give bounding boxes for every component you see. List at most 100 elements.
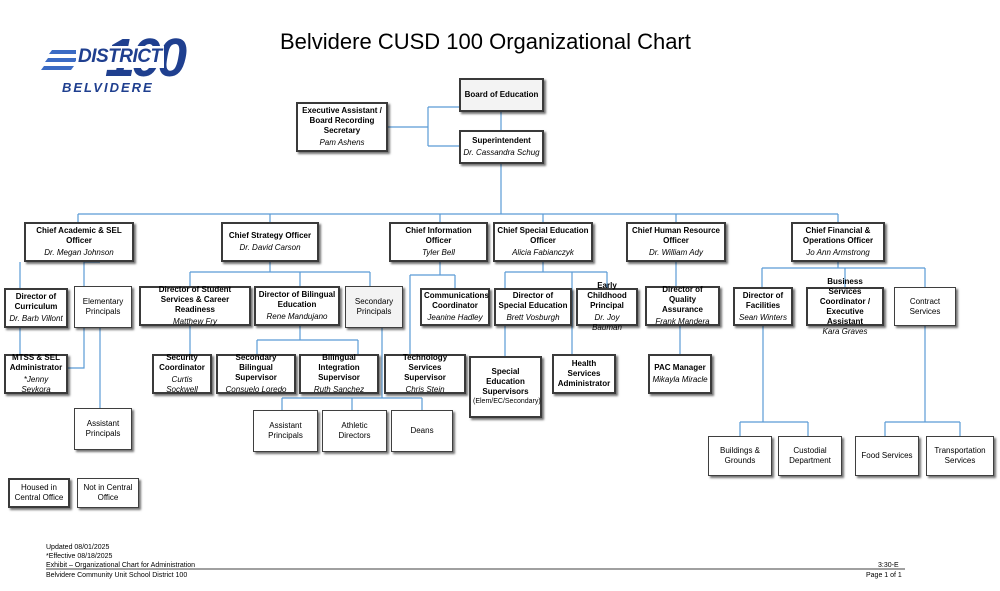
box-dir-quality-assurance[interactable]: Director of Quality Assurance Frank Mand… [645, 285, 720, 326]
box-communications[interactable]: Communications Coordinator Jeanine Hadle… [420, 288, 490, 326]
box-security-coordinator[interactable]: Security Coordinator Curtis Sockwell [152, 353, 212, 394]
box-food-services[interactable]: Food Services [855, 436, 919, 476]
box-sped-supervisors[interactable]: Special Education Supervisors (Elem/EC/S… [469, 356, 542, 418]
box-title: Assistant Principals [268, 421, 303, 440]
box-name: Curtis Sockwell [166, 375, 198, 394]
box-name: Dr. Cassandra Schug [463, 148, 540, 157]
box-title: Food Services [861, 451, 913, 460]
box-chief-financial[interactable]: Chief Financial & Operations Officer Jo … [791, 222, 885, 262]
legend-housed-central-office: Housed in Central Office [8, 478, 70, 508]
box-title: Secondary Bilingual Supervisor [235, 353, 277, 382]
logo-city-word: BELVIDERE [62, 80, 154, 95]
box-pac-manager[interactable]: PAC Manager Mikayla Miracle [648, 354, 712, 394]
box-name: Pam Ashens [319, 138, 365, 147]
box-name: Chris Stein [405, 385, 445, 394]
box-transportation[interactable]: Transportation Services [926, 436, 994, 476]
box-athletic-directors[interactable]: Athletic Directors [322, 410, 387, 452]
box-bilingual-integration[interactable]: Bilingual Integration Supervisor Ruth Sa… [299, 353, 379, 394]
legend-label: Not in Central Office [83, 483, 133, 502]
box-technology-services[interactable]: Technology Services Supervisor Chris Ste… [384, 353, 466, 394]
footer-effective: *Effective 08/18/2025 [46, 553, 113, 560]
box-name: Dr. Joy Bauman [592, 313, 622, 332]
box-title: Elementary Principals [82, 297, 124, 316]
box-title: MTSS & SEL Administrator [9, 353, 63, 372]
box-title: Chief Academic & SEL Officer [36, 226, 122, 245]
legend-label: Housed in Central Office [14, 483, 64, 502]
box-title: Custodial Department [789, 446, 831, 465]
box-chief-strategy[interactable]: Chief Strategy Officer Dr. David Carson [221, 222, 319, 262]
box-name: Brett Vosburgh [506, 313, 560, 322]
box-title: Special Education Supervisors [482, 367, 529, 396]
box-name: Matthew Fry [172, 317, 217, 326]
box-mtss[interactable]: MTSS & SEL Administrator *Jenny Sevkora [4, 353, 68, 394]
box-name: Jeanine Hadley [427, 313, 483, 322]
footer-code: 3:30-E [878, 562, 899, 569]
box-name: Dr. David Carson [239, 243, 301, 252]
box-name: Consuelo Loredo [225, 385, 287, 394]
box-chief-information[interactable]: Chief Information Officer Tyler Bell [389, 222, 488, 262]
box-title: PAC Manager [654, 363, 706, 372]
box-superintendent[interactable]: Superintendent Dr. Cassandra Schug [459, 130, 544, 164]
box-name: Tyler Bell [422, 248, 455, 257]
box-chief-hr[interactable]: Chief Human Resource Officer Dr. William… [626, 222, 726, 262]
box-assistant-principals-sec[interactable]: Assistant Principals [253, 410, 318, 452]
box-name: Kara Graves [822, 326, 868, 336]
box-title: Assistant Principals [85, 419, 121, 438]
logo-district-word: DISTRICT [76, 46, 164, 68]
box-buildings-grounds[interactable]: Buildings & Grounds [708, 436, 772, 476]
box-assistant-principals-elem[interactable]: Assistant Principals [74, 408, 132, 450]
box-name: Mikayla Miracle [652, 375, 708, 384]
footer-district: Belvidere Community Unit School District… [46, 572, 188, 579]
box-dir-curriculum[interactable]: Director of Curriculum Dr. Barb Villont [4, 288, 68, 328]
box-chief-sped[interactable]: Chief Special Education Officer Alicia F… [493, 222, 593, 262]
box-title: Early Childhood Principal [587, 281, 627, 310]
box-title: Security Coordinator [159, 353, 205, 372]
box-name: Dr. Megan Johnson [44, 248, 114, 257]
box-title: Business Services Coordinator / Executiv… [819, 276, 871, 326]
box-title: Director of Student Services & Career Re… [158, 285, 232, 314]
box-business-services[interactable]: Business Services Coordinator / Executiv… [806, 277, 884, 336]
box-exec-assistant[interactable]: Executive Assistant / Board Recording Se… [296, 102, 388, 152]
box-contract-services[interactable]: Contract Services [894, 287, 956, 326]
box-title: Chief Human Resource Officer [631, 226, 721, 245]
box-dir-student-services[interactable]: Director of Student Services & Career Re… [139, 285, 251, 326]
box-name: (Elem/EC/Secondary) [473, 398, 541, 405]
box-title: Secondary Principals [354, 297, 394, 316]
box-title: Superintendent [472, 136, 531, 145]
box-secondary-bilingual[interactable]: Secondary Bilingual Supervisor Consuelo … [216, 353, 296, 394]
box-title: Contract Services [909, 296, 941, 316]
box-title: Director of Curriculum [14, 292, 58, 311]
box-dir-facilities[interactable]: Director of Facilities Sean Winters [733, 287, 793, 326]
box-name: Rene Mandujano [266, 312, 328, 321]
box-early-childhood[interactable]: Early Childhood Principal Dr. Joy Bauman [576, 281, 638, 332]
box-title: Transportation Services [934, 446, 986, 465]
box-chief-academic[interactable]: Chief Academic & SEL Officer Dr. Megan J… [24, 222, 134, 262]
box-title: Bilingual Integration Supervisor [318, 353, 360, 382]
box-custodial[interactable]: Custodial Department [778, 436, 842, 476]
box-name: Dr. Barb Villont [9, 314, 63, 323]
box-deans[interactable]: Deans [391, 410, 453, 452]
footer-page: Page 1 of 1 [866, 572, 902, 579]
box-name: Sean Winters [739, 312, 787, 322]
box-title: Chief Financial & Operations Officer [802, 226, 874, 245]
box-board[interactable]: Board of Education [459, 78, 544, 112]
box-title: Executive Assistant / Board Recording Se… [302, 106, 382, 135]
footer-updated: Updated 08/01/2025 [46, 544, 110, 551]
box-title: Chief Special Education Officer [497, 226, 589, 245]
box-name: Dr. William Ady [648, 248, 703, 257]
box-elementary-principals[interactable]: Elementary Principals [74, 286, 132, 328]
box-dir-special-education[interactable]: Director of Special Education Brett Vosb… [494, 288, 572, 326]
box-secondary-principals[interactable]: Secondary Principals [345, 286, 403, 328]
box-health-services[interactable]: Health Services Administrator [552, 354, 616, 394]
box-title: Chief Strategy Officer [228, 231, 312, 240]
box-name: Alicia Fabianczyk [512, 248, 574, 257]
box-name: Jo Ann Armstrong [806, 248, 870, 257]
box-title: Deans [410, 426, 434, 435]
box-name: *Jenny Sevkora [21, 375, 51, 394]
box-title: Chief Information Officer [405, 226, 472, 245]
box-title: Director of Bilingual Education [258, 290, 336, 309]
box-title: Communications Coordinator [424, 291, 489, 310]
box-title: Technology Services Supervisor [402, 353, 448, 382]
box-dir-bilingual[interactable]: Director of Bilingual Education Rene Man… [254, 286, 340, 326]
